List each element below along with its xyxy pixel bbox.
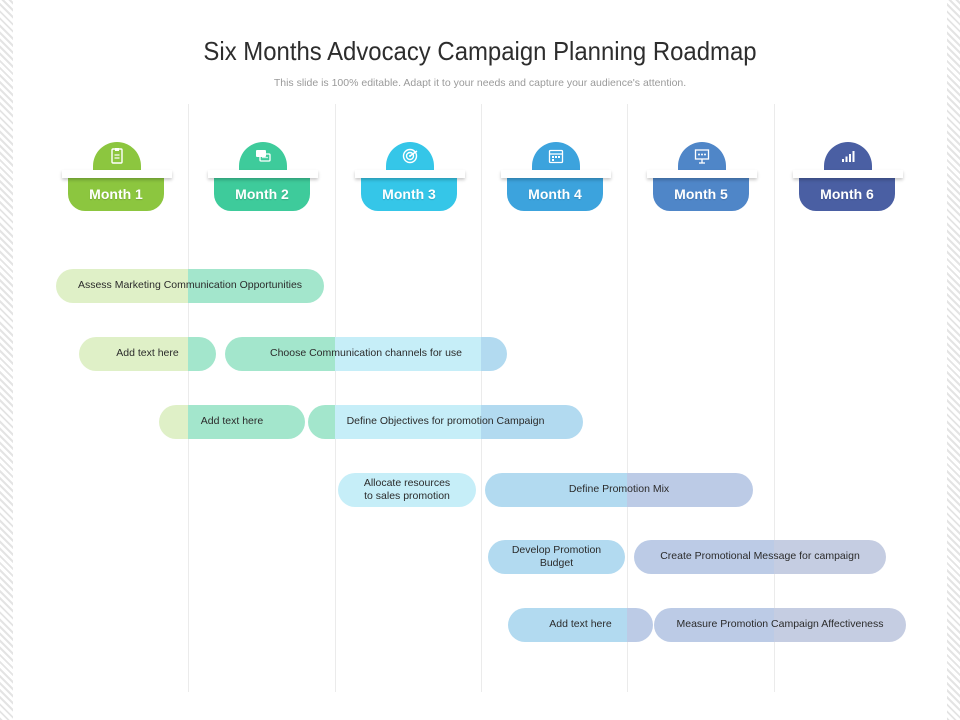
page-title: Six Months Advocacy Campaign Planning Ro… — [203, 36, 757, 66]
month-header-3: Month 3 — [355, 140, 465, 215]
column-divider — [627, 104, 628, 692]
clipboard-icon — [93, 142, 141, 172]
column-divider — [188, 104, 189, 692]
task-add-text-row2: Add text here — [79, 337, 216, 371]
month-label: Month 2 — [214, 177, 310, 211]
page-subtitle: This slide is 100% editable. Adapt it to… — [273, 77, 687, 89]
task-add-text-row6: Add text here — [508, 608, 653, 642]
task-develop-budget: Develop Promotion Budget — [488, 540, 625, 574]
task-define-objectives: Define Objectives for promotion Campaign — [308, 405, 583, 439]
column-divider — [774, 104, 775, 692]
column-divider — [481, 104, 482, 692]
task-create-message: Create Promotional Message for campaign — [634, 540, 886, 574]
task-define-promotion-mix: Define Promotion Mix — [485, 473, 753, 507]
presentation-board-icon — [678, 142, 726, 172]
month-label: Month 3 — [361, 177, 457, 211]
task-allocate-resources: Allocate resources to sales promotion — [338, 473, 476, 507]
right-border-decoration — [947, 0, 960, 720]
bar-chart-icon — [824, 142, 872, 172]
month-header-5: Month 5 — [647, 140, 757, 215]
month-label: Month 4 — [507, 177, 603, 211]
task-measure-effectiveness: Measure Promotion Campaign Affectiveness — [654, 608, 906, 642]
task-choose-channels: Choose Communication channels for use — [225, 337, 507, 371]
month-header-1: Month 1 — [62, 140, 172, 215]
calendar-icon — [532, 142, 580, 172]
column-divider — [335, 104, 336, 692]
task-assess-marketing: Assess Marketing Communication Opportuni… — [56, 269, 324, 303]
chat-bubble-icon — [239, 142, 287, 172]
target-icon — [386, 142, 434, 172]
left-border-decoration — [0, 0, 13, 720]
month-header-4: Month 4 — [501, 140, 611, 215]
month-label: Month 6 — [799, 177, 895, 211]
month-label: Month 1 — [68, 177, 164, 211]
month-label: Month 5 — [653, 177, 749, 211]
month-header-2: Month 2 — [208, 140, 318, 215]
month-header-6: Month 6 — [793, 140, 903, 215]
task-add-text-row3: Add text here — [159, 405, 305, 439]
